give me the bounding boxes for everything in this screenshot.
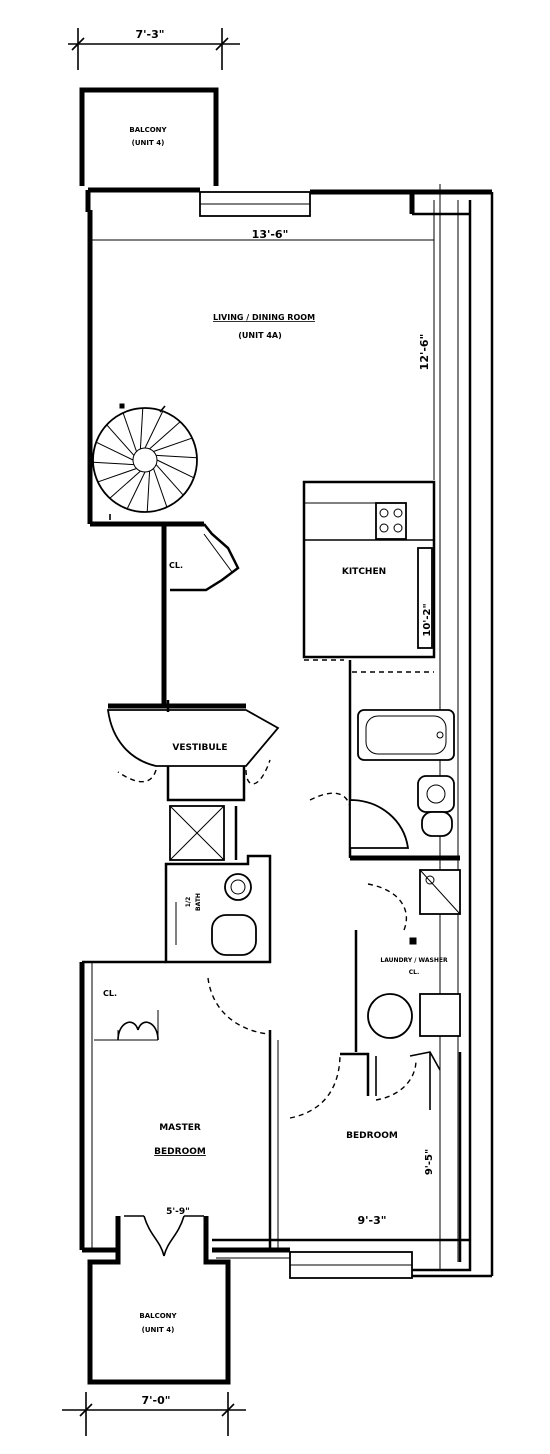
bottom-balcony-sublabel: (UNIT 4) (142, 1326, 175, 1334)
living-dining-room: 13'-6" 12'-6" LIVING / DINING ROOM (UNIT… (92, 228, 431, 592)
half-bath-sublabel: BATH (195, 893, 202, 911)
top-balcony-sublabel: (UNIT 4) (132, 139, 165, 147)
kitchen: KITCHEN 10'-2" (302, 480, 436, 673)
bottom-balcony-dimension: 7'-0" (62, 1392, 246, 1436)
stair-tread (97, 468, 137, 483)
stair-tread (156, 459, 195, 479)
top-balcony-dimension: 7'-3" (68, 28, 240, 70)
living-depth-label: 12'-6" (418, 334, 431, 371)
half-bath: 1/2 BATH (164, 854, 272, 964)
unit-outer-walls (85, 184, 494, 1278)
bottom-balcony-opening-label: 5'-9" (166, 1207, 190, 1217)
closet-top-label: CL. (169, 561, 183, 570)
bedroom-label: BEDROOM (346, 1131, 398, 1141)
stair-tread (155, 464, 184, 496)
top-balcony: BALCONY (UNIT 4) (79, 87, 219, 186)
living-room-label: LIVING / DINING ROOM (213, 313, 315, 322)
bottom-balcony: 5'-9" BALCONY (UNIT 4) (87, 1207, 231, 1385)
master-closet-label: CL. (103, 989, 117, 998)
living-width-label: 13'-6" (252, 228, 289, 241)
stair-tread (126, 471, 146, 510)
top-balcony-label: BALCONY (129, 126, 167, 134)
full-bath (309, 660, 460, 861)
stair-tread (153, 437, 193, 452)
stair-tread (122, 412, 137, 452)
laundry-sublabel: CL. (409, 969, 420, 976)
master-bedroom-sublabel: BEDROOM (154, 1147, 206, 1157)
vestibule: VESTIBULE (106, 700, 280, 802)
coat-closet: CL. (169, 523, 240, 592)
hall-closet (169, 805, 238, 861)
spiral-staircase (92, 403, 198, 520)
bedroom: BEDROOM 9'-5" 9'-3" (289, 1051, 462, 1262)
half-bath-label: 1/2 (185, 897, 192, 908)
master-bedroom: CL. MASTER BEDROOM (79, 960, 279, 1250)
stair-tread (95, 441, 134, 461)
stair-tread (106, 424, 135, 456)
stair-tread (156, 454, 197, 459)
stair-tread (109, 470, 141, 499)
master-bedroom-label: MASTER (159, 1123, 201, 1133)
stair-tread (144, 410, 164, 449)
stair-tread (139, 408, 144, 449)
top-balcony-width-label: 7'-3" (136, 28, 165, 41)
bottom-wall (82, 1238, 470, 1279)
stair-tread (146, 471, 151, 512)
kitchen-label: KITCHEN (342, 567, 386, 577)
bedroom-depth-label: 9'-5" (424, 1149, 435, 1175)
stair-tread (153, 468, 168, 508)
vestibule-label: VESTIBULE (172, 743, 227, 753)
laundry-closet: LAUNDRY / WASHER CL. (354, 869, 461, 1052)
bedroom-width-label: 9'-3" (358, 1214, 387, 1227)
living-room-sublabel: (UNIT 4A) (238, 331, 281, 340)
kitchen-depth-label: 10'-2" (422, 603, 433, 636)
stair-tread (93, 461, 134, 466)
stair-tread (149, 421, 181, 450)
bottom-balcony-width-label: 7'-0" (142, 1394, 171, 1407)
laundry-label: LAUNDRY / WASHER (380, 957, 448, 964)
bottom-balcony-label: BALCONY (139, 1312, 177, 1320)
